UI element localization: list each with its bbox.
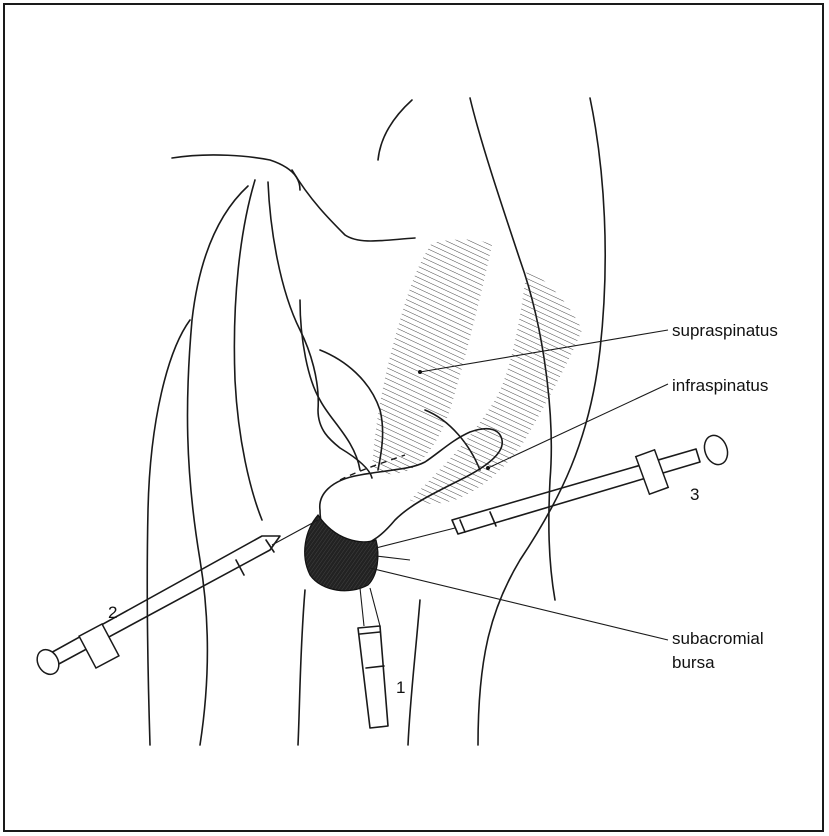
scapula-top-line xyxy=(378,100,412,160)
label-supraspinatus: supraspinatus xyxy=(672,321,778,340)
label-bursa-line1: subacromial xyxy=(672,629,764,648)
subacromial-bursa xyxy=(305,515,378,591)
syringe-2 xyxy=(33,520,318,678)
humerus-contour xyxy=(268,182,372,478)
body-outline xyxy=(147,98,605,745)
needle-number-2: 2 xyxy=(108,603,117,622)
label-bursa-line2: bursa xyxy=(672,653,715,672)
syringe-3-plunger-cap xyxy=(701,432,732,468)
trunk-lower-line xyxy=(408,600,420,745)
arm-far-left-contour xyxy=(147,320,190,745)
arm-crease xyxy=(300,300,360,470)
bursa-leader-short xyxy=(376,556,410,560)
syringe-2-plunger-cap xyxy=(33,646,63,679)
bursa-leader xyxy=(370,568,668,640)
syringe-3-flange xyxy=(636,450,668,494)
syringe-2-flange xyxy=(79,624,119,668)
label-infraspinatus: infraspinatus xyxy=(672,376,768,395)
neck-contour xyxy=(172,155,300,190)
needle-number-1: 1 xyxy=(396,678,405,697)
acromion-curve xyxy=(320,350,383,470)
syringe-1-barrel xyxy=(358,626,388,728)
arm-lower-inner-line xyxy=(298,590,305,745)
infraspinatus-leader-dot xyxy=(486,466,490,470)
supraspinatus-leader-dot xyxy=(418,370,422,374)
needle-number-3: 3 xyxy=(690,485,699,504)
syringe-1 xyxy=(358,588,388,728)
syringe-2-barrel xyxy=(38,536,280,672)
deltoid-inner-line xyxy=(234,180,262,520)
scapular-spine-upper xyxy=(292,170,415,241)
